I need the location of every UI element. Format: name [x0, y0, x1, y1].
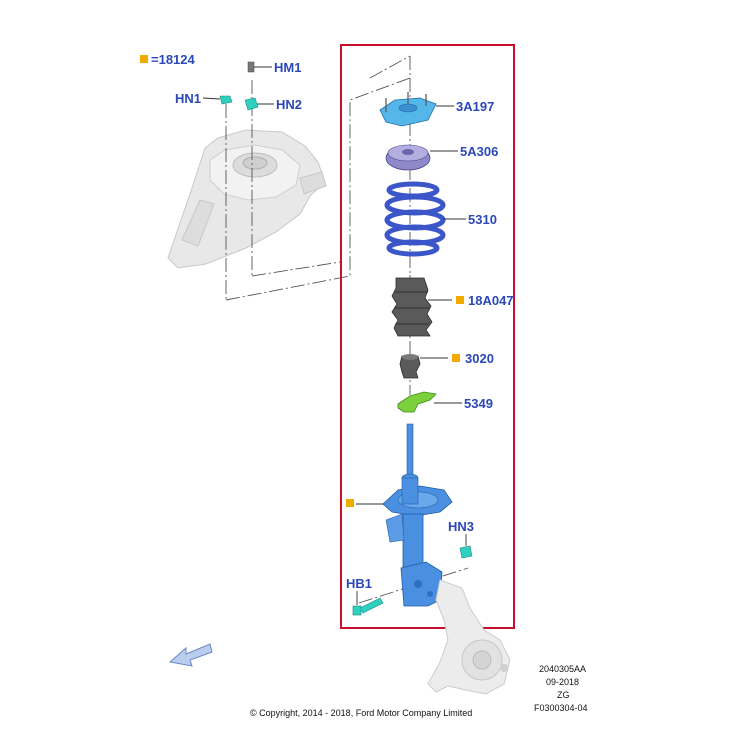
nut-hm1-icon	[247, 61, 255, 73]
strut-body-icon	[382, 423, 453, 607]
mount-bearing-5a306-icon	[385, 144, 431, 171]
bolt-hb1-icon	[352, 597, 384, 616]
jounce-bumper-3020-icon	[399, 354, 421, 379]
legend-marker	[140, 55, 148, 63]
callout-5310: 5310	[468, 212, 497, 227]
callout-hn2: HN2	[276, 97, 302, 112]
top-mount-3a197-icon	[379, 92, 437, 127]
marker-3020	[452, 354, 460, 362]
knuckle-hub	[427, 579, 511, 695]
legend-code: =18124	[151, 52, 196, 67]
callout-3a197: 3A197	[456, 99, 494, 114]
callout-3020: 3020	[465, 351, 494, 366]
callout-hm1: HM1	[274, 60, 301, 75]
strut-assembly-highlight	[340, 44, 515, 629]
dust-boot-18a047-icon	[391, 277, 433, 337]
bracket-5349-icon	[397, 391, 437, 413]
marker-18a047	[456, 296, 464, 304]
ref-line-4: F0300304-04	[534, 703, 588, 713]
ref-line-1: 2040305AA	[539, 664, 586, 674]
coil-spring-5310-icon	[384, 181, 446, 257]
copyright-notice: © Copyright, 2014 - 2018, Ford Motor Com…	[250, 708, 472, 718]
callout-5a306: 5A306	[460, 144, 498, 159]
callout-18a047: 18A047	[468, 293, 514, 308]
body-shell-tower	[167, 129, 327, 269]
nut-hn1-icon	[219, 95, 233, 105]
nut-hn2-icon	[244, 97, 259, 111]
callout-hn3: HN3	[448, 519, 474, 534]
nut-hn3-icon	[459, 545, 473, 559]
callout-hb1: HB1	[346, 576, 372, 591]
ref-line-2: 09-2018	[546, 677, 579, 687]
callout-hn1: HN1	[175, 91, 201, 106]
ref-line-3: ZG	[557, 690, 570, 700]
callout-5349: 5349	[464, 396, 493, 411]
marker-strut	[346, 499, 354, 507]
direction-arrow-icon	[168, 643, 213, 667]
